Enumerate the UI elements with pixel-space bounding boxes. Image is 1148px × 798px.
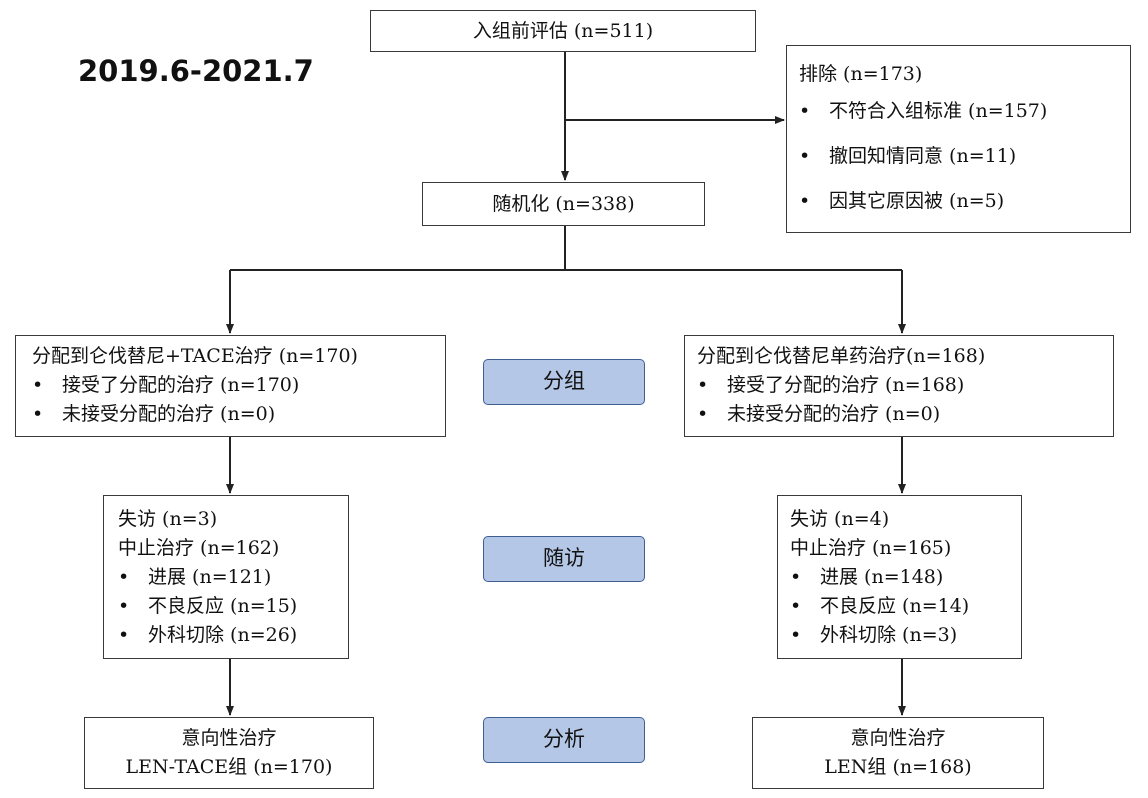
right-allocation-title: 分配到仑伐替尼单药治疗(n=168) [697,345,986,367]
right-analysis-line1: 意向性治疗 [850,727,946,749]
randomization-text: 随机化 (n=338) [492,193,635,215]
left-followup-box: 失访 (n=3) 中止治疗 (n=162) •进展 (n=121) •不良反应 … [103,495,349,659]
right-discontinued-item: •进展 (n=148) [790,566,944,588]
exclusion-item: •撤回知情同意 (n=11) [799,145,1017,167]
right-discontinued: 中止治疗 (n=165) [790,537,952,559]
exclusion-item: •因其它原因被 (n=5) [799,190,1005,212]
left-allocation-item: •接受了分配的治疗 (n=170) [32,374,300,396]
left-analysis-line1: 意向性治疗 [181,727,277,749]
right-analysis-line2: LEN组 (n=168) [824,756,972,778]
right-followup-box: 失访 (n=4) 中止治疗 (n=165) •进展 (n=148) •不良反应 … [777,495,1022,659]
right-allocation-item: •接受了分配的治疗 (n=168) [697,374,965,396]
phase-followup-label: 随访 [483,536,645,582]
phase-analysis-label: 分析 [483,717,645,763]
screening-text: 入组前评估 (n=511) [472,20,654,42]
right-analysis-box: 意向性治疗 LEN组 (n=168) [752,717,1044,789]
left-discontinued-item: •进展 (n=121) [118,566,272,588]
phase-allocation-label: 分组 [483,359,645,405]
screening-box: 入组前评估 (n=511) [370,10,756,52]
right-discontinued-item: •外科切除 (n=3) [790,624,958,646]
left-discontinued: 中止治疗 (n=162) [118,537,280,559]
exclusion-title: 排除 (n=173) [799,63,923,85]
left-lost-followup: 失访 (n=3) [118,508,218,530]
exclusion-box: 排除 (n=173) •不符合入组标准 (n=157) •撤回知情同意 (n=1… [786,45,1131,233]
right-allocation-item: •未接受分配的治疗 (n=0) [697,403,941,425]
randomization-box: 随机化 (n=338) [422,182,705,226]
right-allocation-box: 分配到仑伐替尼单药治疗(n=168) •接受了分配的治疗 (n=168) •未接… [684,335,1114,437]
left-discontinued-item: •不良反应 (n=15) [118,595,298,617]
exclusion-item: •不符合入组标准 (n=157) [799,100,1048,122]
left-analysis-line2: LEN-TACE组 (n=170) [125,756,333,778]
left-allocation-title: 分配到仑伐替尼+TACE治疗 (n=170) [32,345,358,367]
right-discontinued-item: •不良反应 (n=14) [790,595,970,617]
right-lost-followup: 失访 (n=4) [790,508,890,530]
left-analysis-box: 意向性治疗 LEN-TACE组 (n=170) [84,717,374,789]
date-range-label: 2019.6-2021.7 [78,54,314,88]
left-discontinued-item: •外科切除 (n=26) [118,624,298,646]
left-allocation-box: 分配到仑伐替尼+TACE治疗 (n=170) •接受了分配的治疗 (n=170)… [15,335,446,437]
left-allocation-item: •未接受分配的治疗 (n=0) [32,403,276,425]
